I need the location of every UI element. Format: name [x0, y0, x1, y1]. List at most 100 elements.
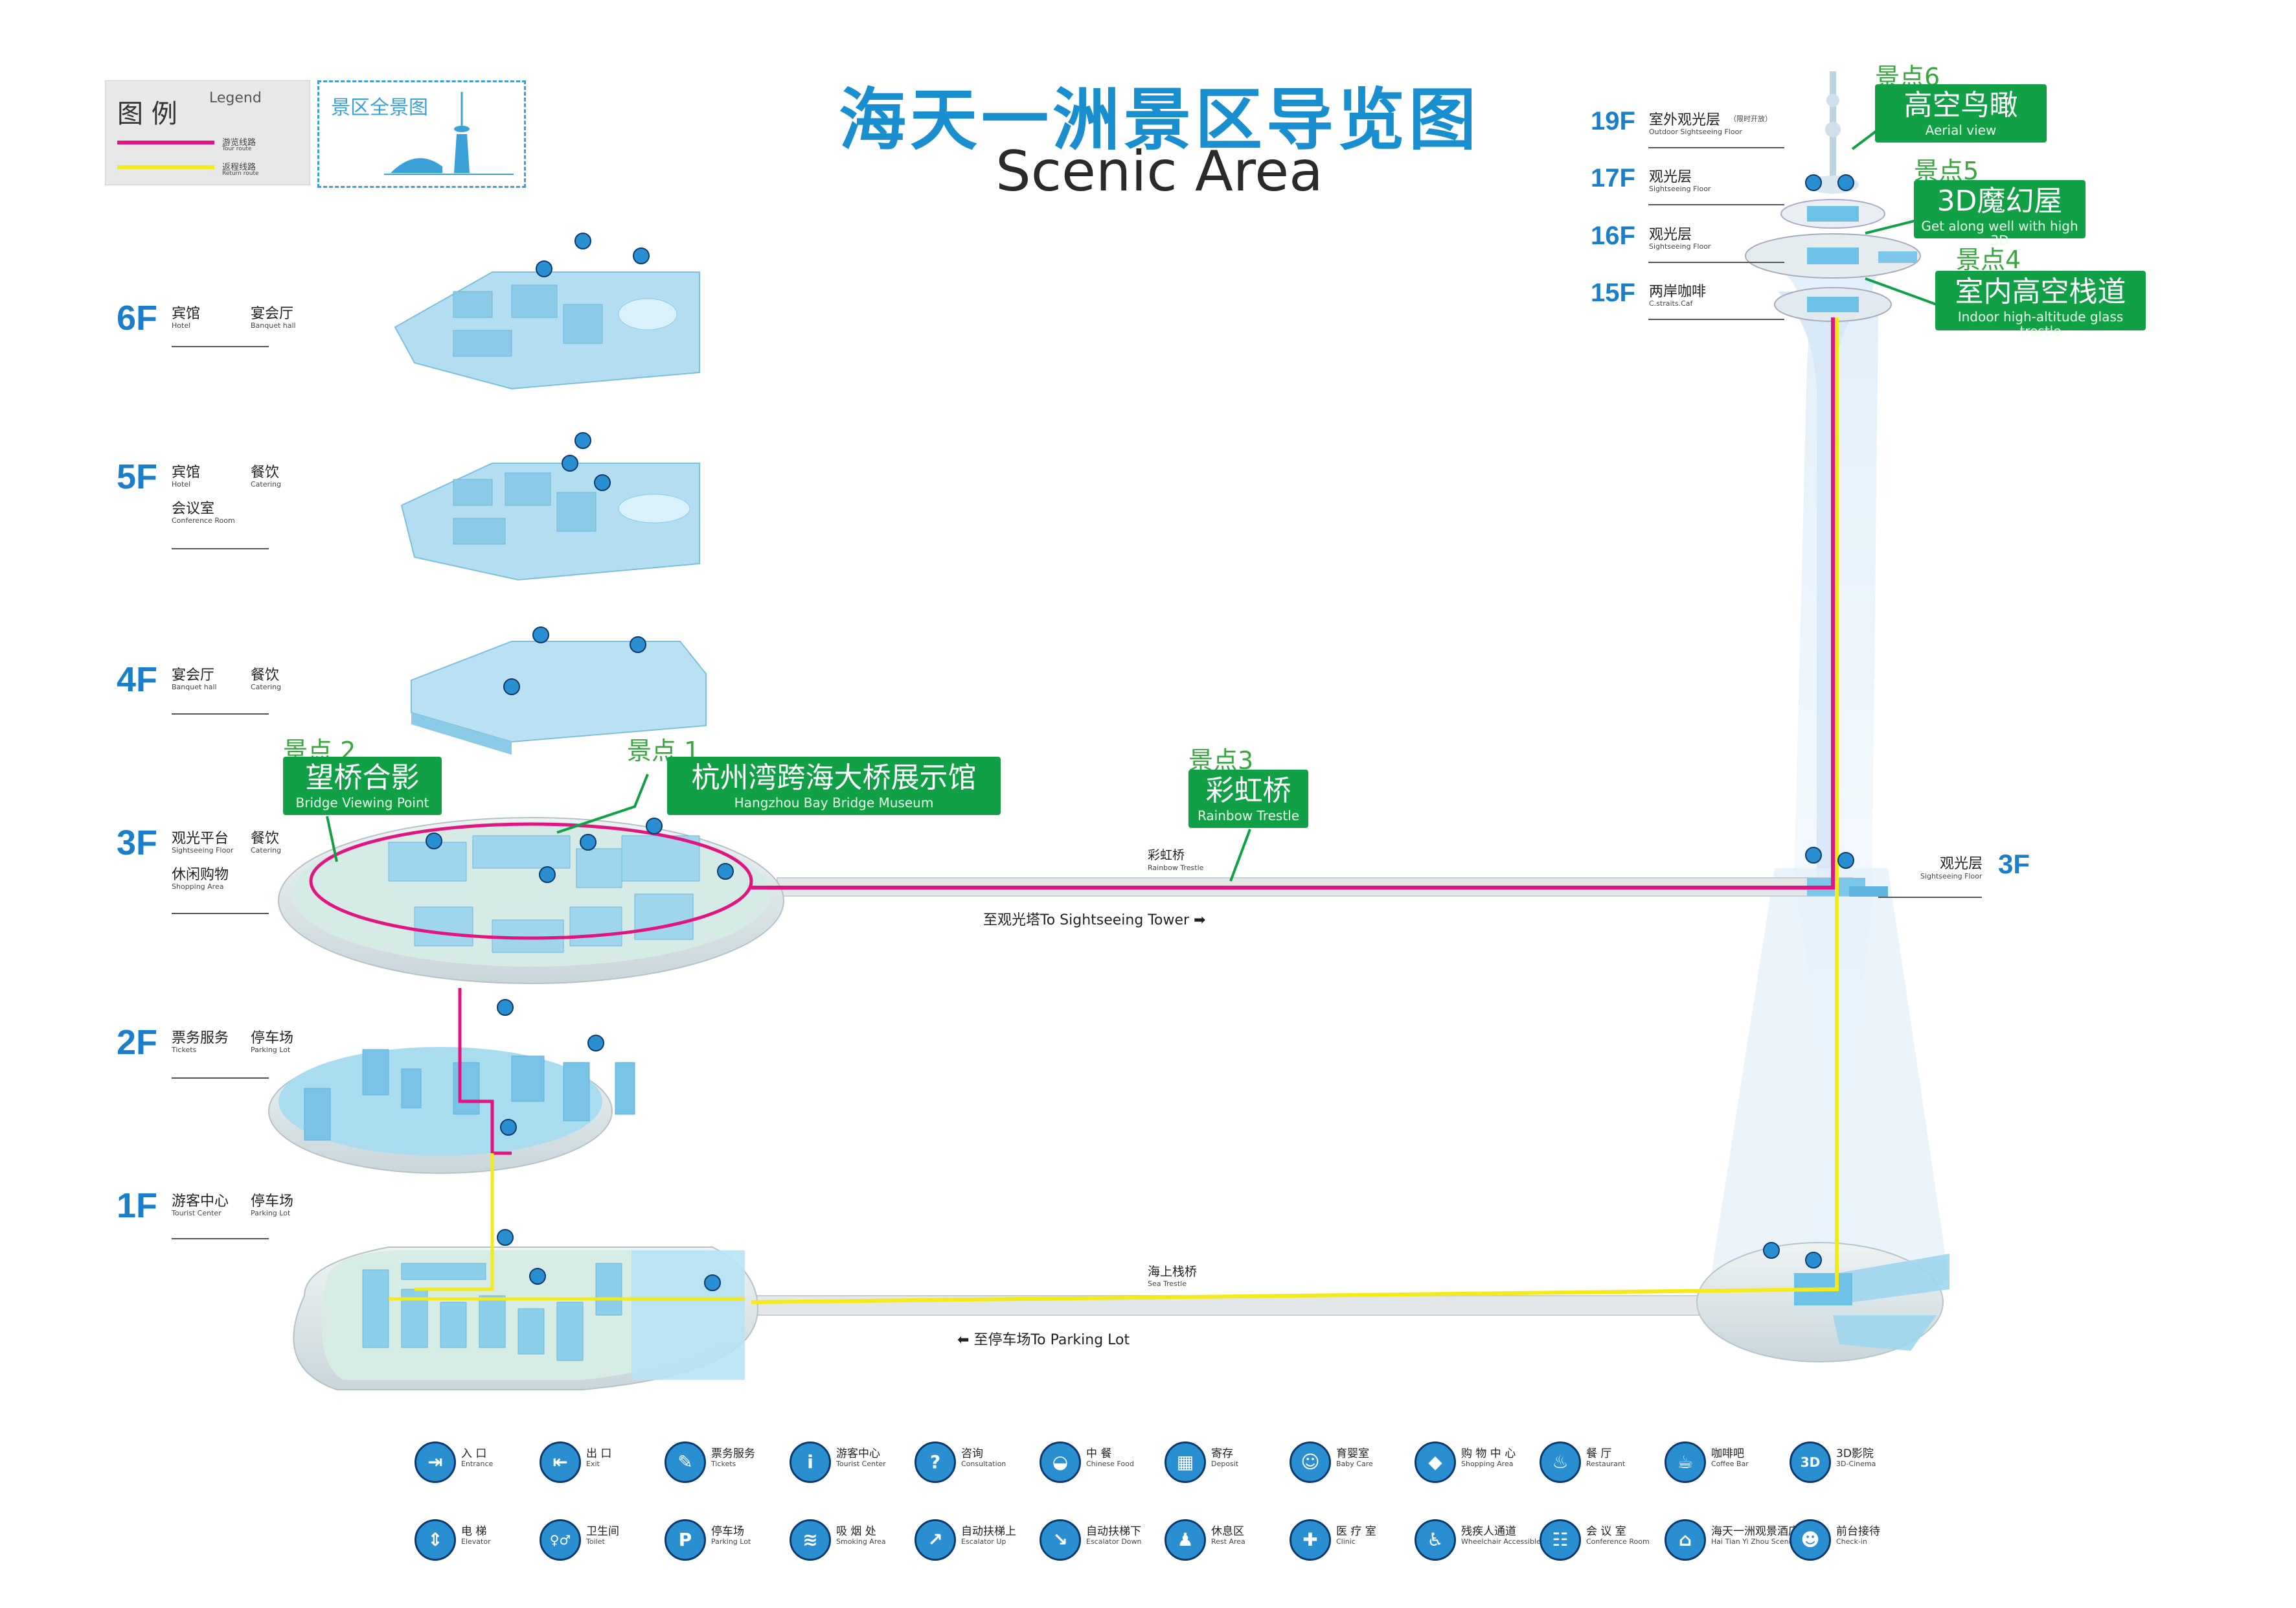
overview-thumbnail: 景区全景图 — [317, 80, 526, 188]
legend-item-label: 游客中心 — [836, 1447, 880, 1460]
legend-item-label-en: Consultation — [961, 1460, 1006, 1468]
legend-item-label: 自动扶梯上 — [961, 1525, 1016, 1538]
escalator-down-icon: ↘ — [1040, 1519, 1081, 1561]
floor-label-b: 宴会厅 — [251, 306, 294, 322]
spot-1-title-en: Hangzhou Bay Bridge Museum — [734, 795, 934, 810]
bowl-icon: ◒ — [1040, 1441, 1081, 1483]
return-route — [751, 317, 1839, 1304]
legend-item-label: 卫生间 — [586, 1525, 619, 1538]
cinema-icon: 3D — [1790, 1441, 1831, 1483]
floor-label-c-en: Shopping Area — [172, 882, 224, 891]
floor-label-a-en: Tourist Center — [172, 1209, 222, 1217]
legend-item-label-en: Restaurant — [1586, 1460, 1626, 1468]
tower-floor-label: 观光层 — [1649, 227, 1692, 243]
floor-label-b: 停车场 — [251, 1193, 294, 1210]
rainbow-trestle-label: 彩虹桥 — [1148, 848, 1185, 862]
legend-item-label-en: Deposit — [1211, 1460, 1239, 1468]
legend-item-label: 3D影院 — [1836, 1447, 1874, 1460]
legend-item-label: 寄存 — [1211, 1447, 1233, 1460]
floor-label-b-en: Catering — [251, 846, 282, 855]
legend-item-label-en: Exit — [586, 1460, 600, 1468]
legend-item-label: 自动扶梯下 — [1086, 1525, 1141, 1538]
legend-item-label: 出 口 — [586, 1447, 612, 1460]
legend-item-label-en: Tickets — [711, 1460, 736, 1468]
exit-icon: ⇤ — [540, 1441, 581, 1483]
entrance-icon: ⇥ — [415, 1441, 456, 1483]
rainbow-trestle-label-en: Rainbow Trestle — [1148, 864, 1204, 872]
spot-6-title-en: Aerial view — [1925, 122, 1997, 138]
floor-label-a-en: Tickets — [172, 1046, 197, 1054]
floor-label-a: 宾馆 — [172, 465, 201, 481]
spot-3-title-en: Rainbow Trestle — [1197, 808, 1300, 823]
tower-floor-label: 室外观光层 — [1649, 112, 1721, 128]
legend-item-label: 咖啡吧 — [1711, 1447, 1744, 1460]
spot-6-title: 高空鸟瞰 — [1904, 89, 2018, 122]
legend-item-label: 前台接待 — [1836, 1525, 1880, 1538]
tower-floor-en: Sightseeing Floor — [1649, 242, 1711, 251]
spot1-leader — [556, 774, 649, 834]
to-tower-label: 至观光塔To Sightseeing Tower ➡ — [983, 908, 1205, 929]
legend-item-label: 吸 烟 处 — [836, 1525, 876, 1538]
legend-item-label: 购 物 中 心 — [1461, 1447, 1516, 1460]
legend-item-label: 咨询 — [961, 1447, 983, 1460]
escalator-up-icon: ↗ — [915, 1519, 956, 1561]
legend-item-label-en: Conference Room — [1586, 1537, 1650, 1546]
tower-floor-label: 观光层 — [1649, 169, 1692, 185]
legend-tour-label-en: Tour route — [222, 146, 252, 152]
spot-3-title: 彩虹桥 — [1205, 774, 1291, 807]
spot-4-title: 室内高空栈道 — [1955, 275, 2126, 308]
legend-item-label: 休息区 — [1211, 1525, 1244, 1538]
spot2-leader — [326, 816, 338, 862]
tour-route-bridge — [751, 317, 1835, 890]
floor-label-a-en: Sightseeing Floor — [172, 846, 234, 855]
tickets-icon: ✎ — [665, 1441, 706, 1483]
legend-item-label-en: Smoking Area — [836, 1537, 886, 1546]
legend-item-label-en: Chinese Food — [1086, 1460, 1134, 1468]
restaurant-icon: ♨ — [1540, 1441, 1581, 1483]
info-icon: i — [790, 1441, 831, 1483]
conference-icon: ☷ — [1540, 1519, 1581, 1561]
floor-label-b: 餐饮 — [251, 465, 280, 481]
legend-item-label-en: Toilet — [586, 1537, 605, 1546]
spot-2-title: 望桥合影 — [305, 761, 420, 794]
legend-item-label: 中 餐 — [1086, 1447, 1112, 1460]
wheelchair-icon: ♿ — [1415, 1519, 1456, 1561]
legend-tour-line — [117, 141, 214, 144]
legend-item-label-en: Hai Tian Yi Zhou Scenic Hotel — [1711, 1537, 1816, 1546]
tower-thumbnail-icon — [384, 92, 514, 175]
floor-number: 3F — [117, 823, 158, 862]
legend-item-label-en: Escalator Down — [1086, 1537, 1142, 1546]
legend-item-label-en: Baby Care — [1336, 1460, 1373, 1468]
floor-number: 4F — [117, 660, 158, 699]
tower-floor-number: 19F — [1591, 107, 1635, 135]
rest-icon: ♟ — [1165, 1519, 1206, 1561]
floor-label-c-en: Conference Room — [172, 516, 235, 525]
tower-floor-en: Outdoor Sightseeing Floor — [1649, 128, 1742, 136]
legend-item-label-en: Shopping Area — [1461, 1460, 1514, 1468]
legend-title: 图 例 — [117, 99, 177, 129]
hotel-icon: ⌂ — [1665, 1519, 1706, 1561]
spot-5-title: 3D魔幻屋 — [1937, 185, 2063, 218]
spot5-leader — [1865, 219, 1918, 235]
